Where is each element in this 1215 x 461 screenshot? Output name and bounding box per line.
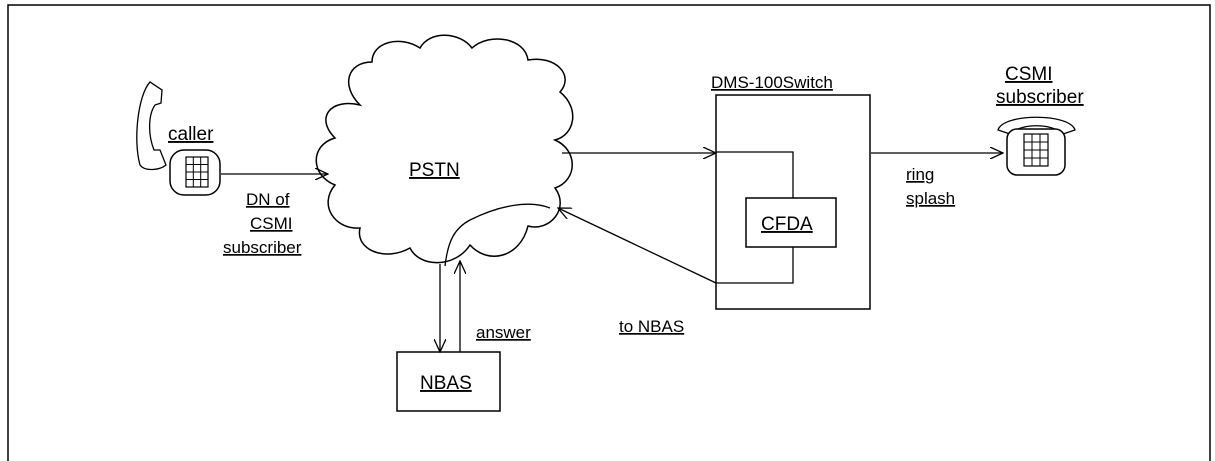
caller-phone-icon [136, 81, 221, 196]
switch-internal-bottom [716, 247, 794, 284]
dn-label-line3: subscriber [223, 238, 302, 257]
subscriber-label-line1: CSMI [1005, 64, 1053, 85]
cfda-box [745, 197, 837, 248]
subscriber-label-line2: subscriber [996, 87, 1084, 108]
caller-label: caller [168, 124, 214, 145]
pstn-label: PSTN [409, 160, 460, 181]
switch-internal-top [716, 151, 794, 198]
switch-to-pstn-arrow [558, 208, 717, 284]
splash-label: splash [906, 189, 955, 208]
subscriber-phone-icon [997, 116, 1076, 176]
outer-frame [7, 4, 1211, 461]
switch-label: DMS-100Switch [711, 73, 833, 92]
to-nbas-label: to NBAS [619, 317, 684, 336]
ring-label: ring [906, 165, 934, 184]
nbas-label: NBAS [420, 373, 472, 394]
cfda-label: CFDA [761, 214, 813, 235]
answer-label: answer [476, 323, 531, 342]
dn-label-line2: CSMI [250, 214, 293, 233]
dn-label-line1: DN of [246, 190, 290, 209]
pstn-inner-loop [444, 203, 551, 267]
nbas-box [396, 351, 501, 412]
pstn-cloud [315, 34, 574, 264]
